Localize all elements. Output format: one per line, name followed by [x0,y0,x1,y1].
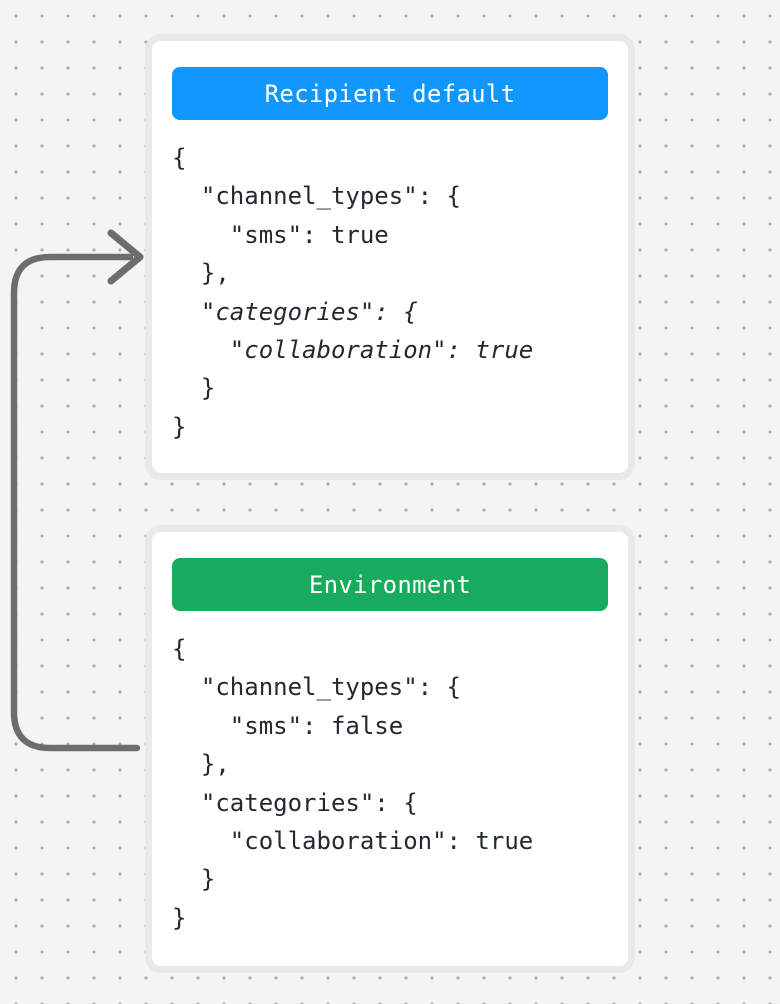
code-line: } [172,903,187,932]
code-line: } [172,374,216,403]
arrow-line [10,253,141,752]
arrow-head [107,229,144,285]
environment-header-badge: Environment [172,558,608,611]
environment-json-code: { "channel_types": { "sms": false }, "ca… [172,630,618,937]
card-recipient-default: Recipient default { "channel_types": { "… [145,34,635,480]
recipient-default-header-label: Recipient default [264,79,516,108]
card-environment: Environment { "channel_types": { "sms": … [145,525,635,973]
environment-header-label: Environment [308,570,472,599]
code-line: "categories": { [172,297,418,326]
code-line: }, [172,750,230,779]
code-line: "sms": false [172,711,404,740]
code-line: "channel_types": { [172,182,461,211]
recipient-default-json-code: { "channel_types": { "sms": true }, "cat… [172,139,618,446]
code-line: "sms": true [172,220,389,249]
code-line: "channel_types": { [172,673,461,702]
code-line: { [172,635,187,663]
recipient-default-header-badge: Recipient default [172,67,608,120]
code-line: { [172,144,187,172]
code-line: "collaboration": true [172,336,534,365]
code-line: } [172,865,216,894]
code-line: }, [172,259,230,288]
code-line: "collaboration": true [172,827,534,856]
code-line: } [172,412,187,441]
code-line: "categories": { [172,788,418,817]
